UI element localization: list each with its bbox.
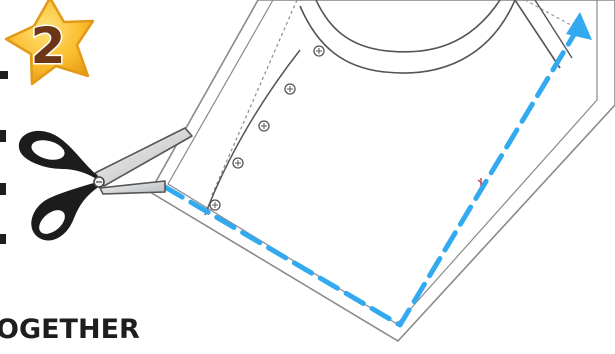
button-hole-icon [232, 157, 244, 169]
step-number: 2 [31, 17, 66, 75]
scissors-lower-blade [99, 180, 166, 195]
pattern-armhole-curve-outer [315, 0, 501, 53]
pattern-side-line-2 [534, 0, 573, 59]
text-fragment [0, 234, 6, 244]
pattern-paper-outer [148, 0, 615, 343]
pattern-side-line [514, 0, 561, 69]
seam-allowance-line-right [524, 0, 581, 31]
pattern-paper-inner [167, 0, 598, 325]
cutting-line [162, 12, 592, 328]
button-marks [209, 45, 325, 211]
pattern-armhole-curve-inner [299, 0, 516, 74]
arrow-up-right-icon [566, 12, 592, 40]
button-hole-icon [284, 83, 296, 95]
caption-text: OGETHER [0, 314, 140, 345]
cut-path [162, 25, 581, 328]
cropped-text-fragments [0, 71, 8, 244]
scissors-lower-finger-hole [39, 210, 65, 234]
button-hole-icon [209, 199, 221, 211]
scissors-icon [18, 127, 193, 241]
text-fragment [0, 130, 6, 142]
scissors-upper-finger-hole [31, 140, 65, 160]
step-badge: 2 [4, 0, 95, 86]
button-hole-icon [313, 45, 325, 57]
pattern-placket-curve [204, 49, 301, 216]
button-hole-icon [258, 120, 270, 132]
text-fragment [0, 71, 8, 79]
star-icon [4, 0, 95, 86]
pattern-piece [148, 0, 615, 343]
text-fragment [0, 183, 6, 195]
